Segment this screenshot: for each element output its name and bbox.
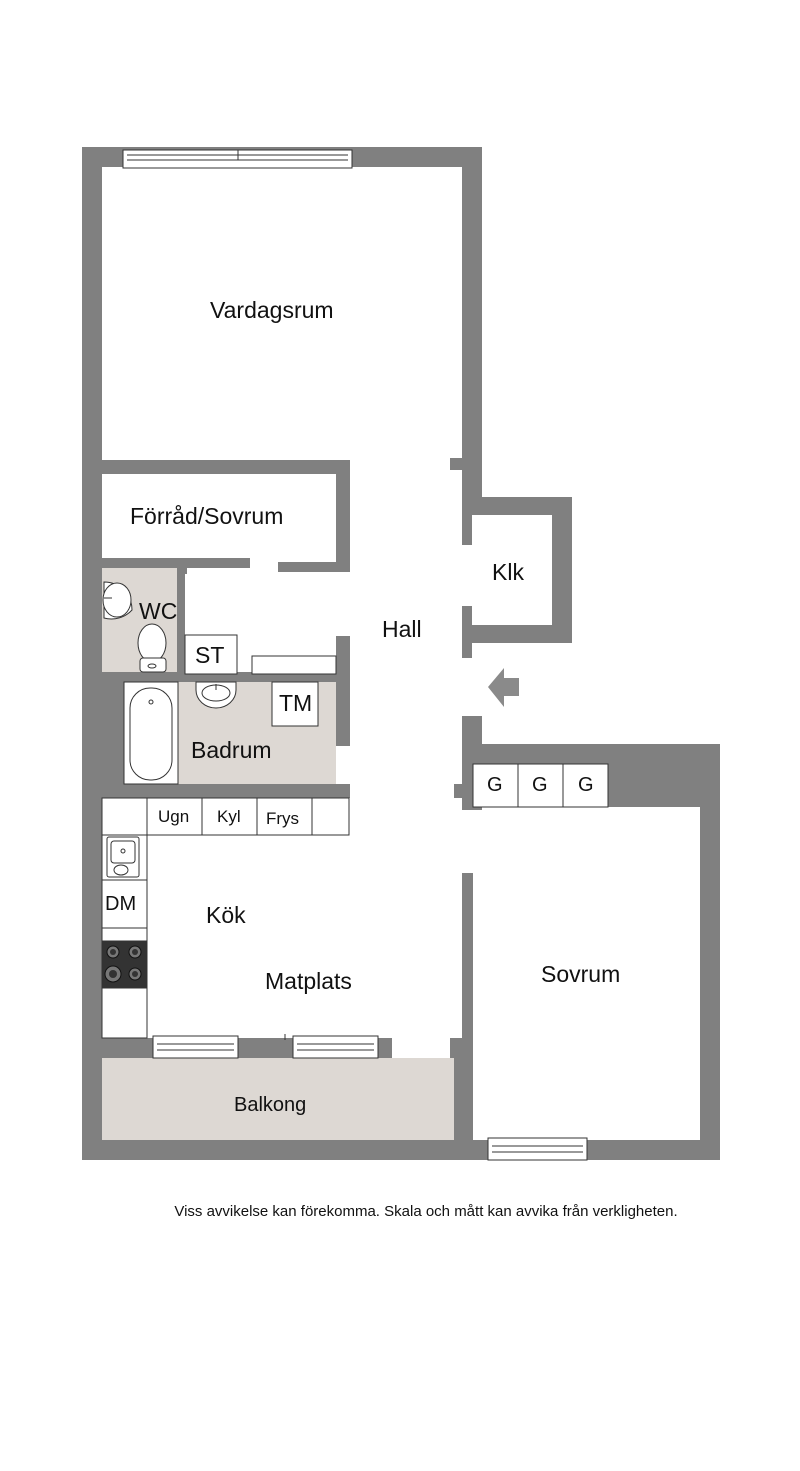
wall-forrad-top bbox=[102, 460, 350, 474]
room-label-vardagsrum: Vardagsrum bbox=[210, 297, 334, 323]
room-label-wc: WC bbox=[139, 598, 178, 624]
wardrobe-label-2: G bbox=[532, 774, 548, 796]
wall-hall-post-b bbox=[454, 784, 464, 798]
kitchen-sink-icon bbox=[106, 836, 140, 878]
balkong-floor bbox=[102, 1058, 454, 1140]
wall-bad-right bbox=[336, 636, 350, 746]
wall-forrad-bottom-r bbox=[278, 562, 350, 572]
washer-tm-box bbox=[271, 681, 319, 727]
room-label-balkong: Balkong bbox=[234, 1094, 307, 1116]
wardrobe-1 bbox=[472, 763, 519, 808]
wall-klk-top bbox=[462, 497, 572, 515]
wall-right-lower bbox=[700, 744, 720, 1160]
wall-forrad-right bbox=[336, 460, 350, 572]
appliance-label-kyl: Kyl bbox=[217, 807, 241, 826]
entrance-arrow-icon bbox=[488, 668, 519, 707]
window-icon bbox=[122, 149, 353, 169]
appliance-label-frys: Frys bbox=[266, 809, 300, 828]
walls bbox=[82, 147, 720, 1160]
room-label-st: ST bbox=[195, 642, 225, 668]
room-label-sovrum: Sovrum bbox=[541, 961, 621, 987]
room-label-klk: Klk bbox=[492, 559, 524, 585]
room-label-kok: Kök bbox=[206, 902, 246, 928]
toilet-icon bbox=[137, 623, 167, 673]
wall-bad-bottom bbox=[102, 784, 350, 798]
wardrobe-3 bbox=[562, 763, 609, 808]
wall-balkong-right bbox=[454, 1038, 462, 1160]
wardrobe-2 bbox=[517, 763, 564, 808]
room-label-tm: TM bbox=[279, 690, 313, 716]
window-icon bbox=[487, 1137, 588, 1161]
bathtub-icon bbox=[123, 681, 179, 785]
room-label-matplats: Matplats bbox=[265, 968, 352, 994]
windows bbox=[122, 149, 588, 1161]
window-icon bbox=[292, 1035, 379, 1059]
wall-right-upper bbox=[462, 147, 482, 497]
wall-klk-right bbox=[552, 497, 572, 643]
wall-hall-left-a bbox=[462, 497, 472, 545]
room-label-hall: Hall bbox=[382, 616, 422, 642]
wardrobe-label-1: G bbox=[487, 774, 503, 796]
wall-bottom bbox=[82, 1140, 720, 1160]
wall-bad-left bbox=[102, 672, 124, 798]
kitchen-counter-top bbox=[101, 797, 350, 836]
room-label-forrad-sovrum: Förråd/Sovrum bbox=[130, 503, 284, 529]
wall-klk-bottom bbox=[462, 625, 572, 643]
wall-hall-left-b bbox=[462, 606, 472, 658]
disclaimer-text: Viss avvikelse kan förekomma. Skala och … bbox=[174, 1203, 678, 1220]
room-label-badrum: Badrum bbox=[191, 737, 272, 763]
stove-icon bbox=[101, 940, 148, 988]
hall-shelf bbox=[251, 655, 337, 675]
wall-wc-right bbox=[177, 568, 185, 676]
fixtures bbox=[101, 581, 609, 1040]
sink-icon bbox=[195, 681, 237, 709]
wall-sovrum-top-right bbox=[608, 744, 720, 807]
appliance-label-ugn: Ugn bbox=[158, 807, 190, 826]
sink-icon bbox=[102, 581, 133, 620]
window-icon bbox=[152, 1035, 239, 1059]
wall-bad-top bbox=[102, 672, 350, 682]
appliance-label-dm: DM bbox=[105, 893, 137, 915]
wardrobe-label-3: G bbox=[578, 774, 594, 796]
storage-st-box bbox=[184, 634, 238, 675]
wall-sovrum-left bbox=[462, 873, 473, 1160]
wall-hall-post-a bbox=[450, 458, 464, 470]
wall-left bbox=[82, 147, 102, 1160]
